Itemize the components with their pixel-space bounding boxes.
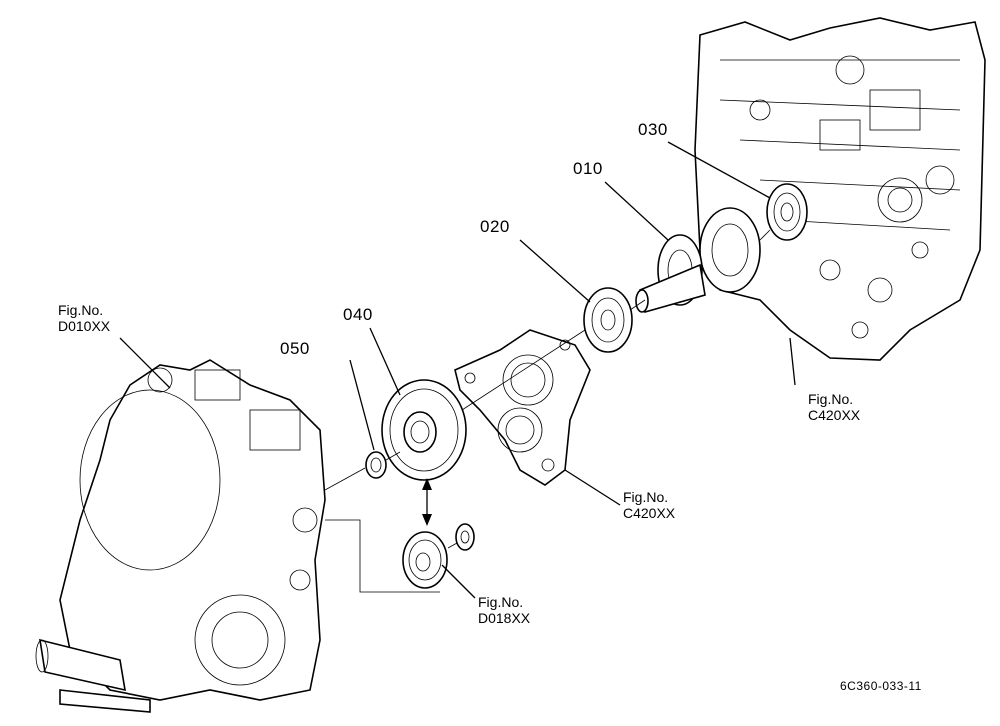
- snap-ring-050: [365, 451, 387, 479]
- diagram-code: 6C360-033-11: [840, 679, 922, 693]
- bearing-030: [766, 183, 808, 241]
- figure-ref-d010: Fig.No. D010XX: [58, 302, 110, 334]
- assembly-axis-lines: [324, 229, 771, 593]
- part-number-020: 020: [480, 217, 510, 236]
- figure-ref-label: Fig.No.: [58, 302, 104, 318]
- gear-d018: [402, 523, 475, 589]
- leader-lines: [119, 141, 796, 599]
- figure-ref-c420-center: Fig.No. C420XX: [623, 489, 675, 521]
- part-number-010: 010: [573, 159, 603, 178]
- part-number-050: 050: [280, 339, 310, 358]
- transmission-housing-right: [694, 17, 986, 361]
- transmission-case-left: [35, 359, 326, 713]
- figure-ref-code: C420XX: [808, 407, 861, 423]
- part-number-040: 040: [343, 305, 373, 324]
- figure-ref-code: D010XX: [58, 318, 111, 334]
- figure-ref-label: Fig.No.: [478, 594, 524, 610]
- cover-plate: [454, 329, 591, 486]
- bearing-020: [583, 287, 633, 353]
- gear-040: [381, 379, 467, 481]
- figure-ref-label: Fig.No.: [808, 391, 854, 407]
- figure-ref-code: C420XX: [623, 505, 676, 521]
- figure-ref-c420-right: Fig.No. C420XX: [808, 391, 860, 423]
- figure-ref-d018: Fig.No. D018XX: [478, 594, 530, 626]
- part-number-030: 030: [638, 120, 668, 139]
- figure-ref-label: Fig.No.: [623, 489, 669, 505]
- figure-ref-code: D018XX: [478, 610, 531, 626]
- interchange-arrow: [422, 478, 432, 526]
- gear-shaft-010: [635, 207, 761, 313]
